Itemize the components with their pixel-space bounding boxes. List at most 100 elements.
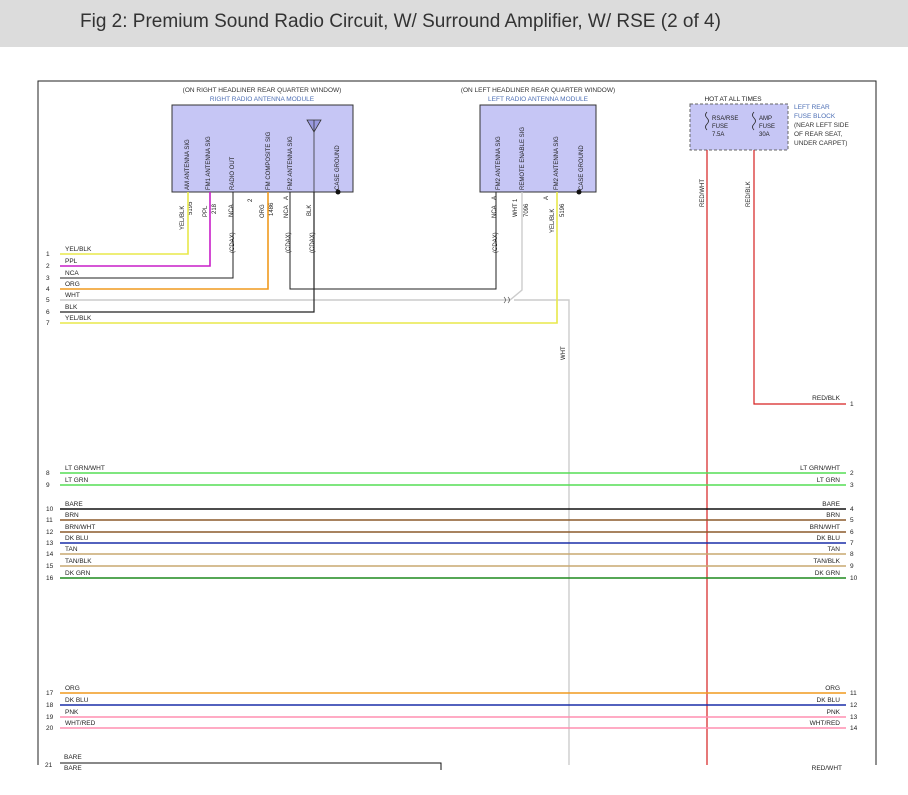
wire-nca	[60, 192, 234, 279]
wire-org	[60, 192, 269, 290]
antenna-icon	[306, 119, 322, 192]
fuse-type: FUSE	[759, 124, 775, 130]
case-ground-dot	[576, 189, 582, 195]
wire-number: 15	[46, 563, 54, 570]
wire-color-label: ORG	[825, 685, 840, 692]
wire-number: 5	[46, 297, 50, 304]
wire-number: 7	[46, 320, 50, 327]
coax-label: (CDAX)	[286, 232, 292, 253]
wire-number: 11	[46, 517, 53, 524]
wire-color-label: YEL/BLK	[65, 246, 92, 253]
wire-number: 9	[46, 482, 50, 489]
left-module-pin-labels: FM2 ANTENNA SIG REMOTE ENABLE SIG FM2 AN…	[496, 127, 585, 190]
wire-number: 6	[46, 309, 50, 316]
pin-label: FM2 ANTENNA SIG	[288, 136, 294, 190]
wire-color-label: NCA	[284, 205, 290, 218]
wire-number: 5	[850, 517, 854, 524]
wire-color-label: WHT/RED	[810, 720, 841, 727]
pin-label: CASE GROUND	[335, 145, 341, 190]
left-module-location: (ON LEFT HEADLINER REAR QUARTER WINDOW)	[461, 87, 615, 94]
right-module-pin-labels: AM ANTENNA SIG FM1 ANTENNA SIG RADIO OUT…	[185, 131, 341, 190]
wire-number: 18	[46, 702, 54, 709]
wire-color-label: RED/BLK	[746, 181, 752, 207]
left-module-wire-labels: A NCA (CDAX) 1 WHT 7096 A YEL/BLK 5196	[492, 196, 566, 253]
pin-label: FM COMPOSITE SIG	[266, 131, 272, 190]
wire-number: 9	[850, 563, 854, 570]
wire-number: 19	[46, 714, 54, 721]
fuse-rating: 7.5A	[712, 132, 724, 138]
wire-color-label: LT GRN	[817, 477, 841, 484]
wire-color-label: BLK	[307, 205, 313, 216]
wire-color-label: TAN	[827, 546, 840, 553]
wire-color-label: ORG	[65, 685, 80, 692]
wire-color-label: LT GRN/WHT	[65, 465, 105, 472]
wire-number: 14	[46, 551, 54, 558]
wire-color-label: RED/WHT	[700, 179, 706, 207]
wire-number: 6	[850, 529, 854, 536]
wire-color-label: RED/BLK	[812, 395, 840, 402]
wire-number: 8	[46, 470, 50, 477]
wire-number: 10	[850, 575, 858, 582]
right-module-location: (ON RIGHT HEADLINER REAR QUARTER WINDOW)	[183, 87, 342, 94]
wire-color-label: ORG	[260, 204, 266, 218]
fuse-name: AMP	[759, 116, 772, 122]
right-module-name: RIGHT RADIO ANTENNA MODULE	[210, 96, 315, 103]
wire-number: 1	[850, 401, 854, 408]
fuse-block-caption: LEFT REAR FUSE BLOCK (NEAR LEFT SIDE OF …	[794, 104, 849, 147]
wire-circuit-label: 5195	[188, 201, 194, 215]
wire-yel-blk-left	[60, 192, 558, 324]
diagram-frame	[37, 80, 877, 765]
wire-color-label: TAN/BLK	[813, 558, 840, 565]
wire-wht	[60, 192, 523, 301]
right-antenna-module	[171, 104, 354, 193]
fuse-block-name: LEFT REAR	[794, 104, 830, 111]
wire-color-label: WHT	[561, 346, 567, 360]
splice-mark	[503, 296, 510, 304]
wire-number: 4	[46, 286, 50, 293]
wire-color-label: DK BLU	[817, 535, 841, 542]
wire-number: 10	[46, 506, 54, 513]
wire-number: 16	[46, 575, 54, 582]
wire-number: 7	[850, 540, 854, 547]
wire-color-label: DK BLU	[817, 697, 841, 704]
wire-color-label: BRN	[65, 512, 79, 519]
hot-at-all-times-label: HOT AT ALL TIMES	[704, 96, 762, 103]
coax-label: (CDAX)	[310, 232, 316, 253]
pin-label: AM ANTENNA SIG	[185, 139, 191, 190]
wire-color-label: BARE	[822, 501, 840, 508]
wire-color-label: PNK	[827, 709, 841, 716]
wire-number: 17	[46, 690, 54, 697]
wire-color-label: DK BLU	[65, 697, 89, 704]
red-blk-wire	[753, 150, 846, 405]
wire-color-label: BRN/WHT	[65, 524, 95, 531]
wire-circuit-label: 7096	[524, 203, 530, 217]
wire-bare-bottom	[60, 762, 442, 770]
wire-color-label: LT GRN	[65, 477, 89, 484]
pin-number: 2	[248, 198, 254, 202]
wire-color-label: WHT	[513, 203, 519, 217]
fuse-rsa-rse: RSA/RSE FUSE 7.5A	[705, 111, 738, 138]
case-ground-dot	[335, 189, 341, 195]
wire-color-label: TAN	[65, 546, 78, 553]
wire-color-label: BLK	[65, 304, 78, 311]
pin-label: FM1 ANTENNA SIG	[206, 136, 212, 190]
wire-number: 3	[850, 482, 854, 489]
wire-color-label: NCA	[65, 270, 79, 277]
wire-color-label: DK BLU	[65, 535, 89, 542]
wire-circuit-label: 218	[212, 203, 218, 214]
wire-number: 11	[850, 690, 857, 697]
pin-label: RADIO OUT	[230, 156, 236, 190]
wire-color-label: YEL/BLK	[550, 209, 556, 233]
wire-color-label: WHT/RED	[65, 720, 96, 727]
fuse-symbol	[752, 111, 756, 131]
fuse-type: FUSE	[712, 124, 728, 130]
pin-number: 1	[513, 198, 519, 202]
fuse-block-name: FUSE BLOCK	[794, 113, 836, 120]
wire-color-label: ORG	[65, 281, 80, 288]
wire-number: 8	[850, 551, 854, 558]
wire-color-label: PNK	[65, 709, 79, 716]
wire-color-label: NCA	[229, 204, 235, 217]
